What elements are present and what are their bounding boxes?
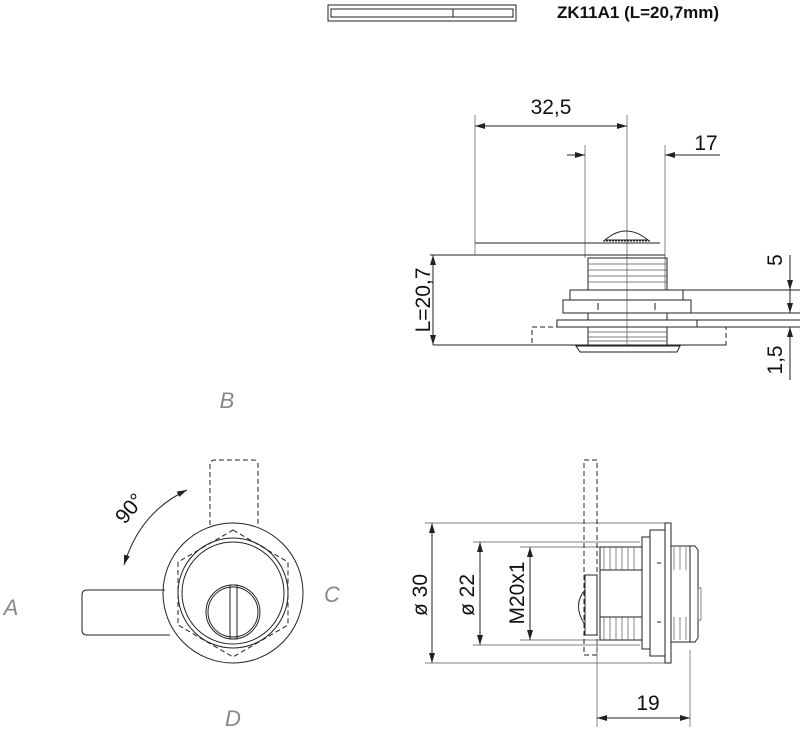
side-view-bottom (425, 459, 702, 727)
dim-diameter-22: ø 22 (456, 574, 479, 616)
dim-32-5: 32,5 (531, 96, 572, 119)
dim-thread: M20x1 (506, 561, 529, 624)
front-view (81, 459, 304, 664)
position-d: D (225, 706, 241, 730)
dim-1-5: 1,5 (764, 345, 787, 374)
dim-length: L=20,7 (412, 268, 435, 333)
drawing-title: ZK11A1 (L=20,7mm) (557, 3, 719, 22)
rotation-angle: 90° (111, 489, 149, 528)
cam-bar-icon (327, 4, 517, 22)
screw-head-icon (603, 230, 650, 241)
dim-diameter-30: ø 30 (409, 574, 432, 616)
dim-19: 19 (636, 692, 659, 715)
screw-head-icon (578, 588, 586, 627)
dim-17: 17 (694, 132, 717, 155)
rotation-arrow-icon (123, 489, 188, 566)
position-c: C (324, 582, 340, 607)
side-view-top (430, 115, 800, 380)
position-a: A (2, 595, 19, 620)
dim-5: 5 (764, 254, 787, 266)
position-b: B (220, 388, 235, 413)
